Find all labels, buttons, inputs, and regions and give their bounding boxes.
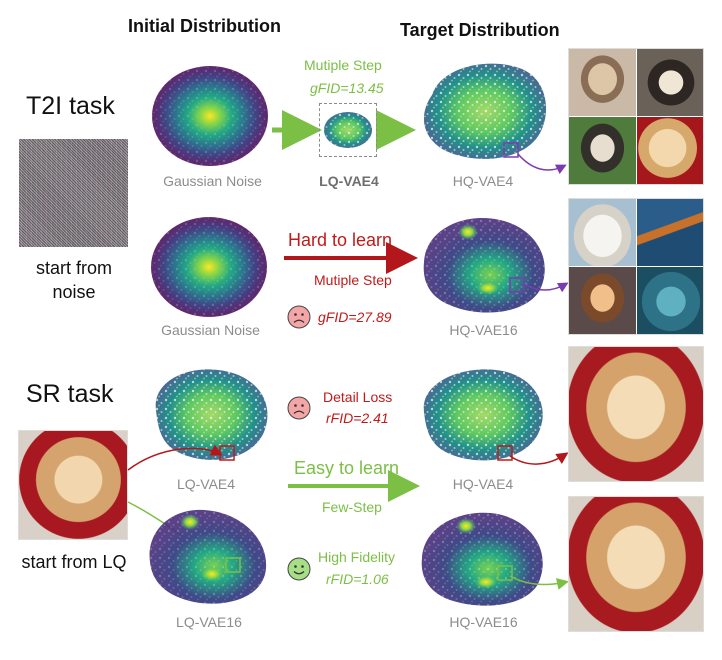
start-from-noise-label: start from noise — [35, 258, 112, 302]
sr-task-title: SR task — [26, 380, 114, 408]
sr-row1-zoom-arrow — [509, 452, 569, 465]
sad-face-icon — [287, 305, 311, 329]
cat-image-grid — [568, 48, 704, 185]
hq-vae4-caption-1: HQ-VAE4 — [452, 173, 514, 189]
lq-vae4-distribution — [155, 369, 268, 461]
hq-vae16-distribution-1 — [423, 217, 545, 313]
lq-vae16-distribution — [149, 509, 267, 604]
sad-face-icon — [287, 396, 311, 420]
lq-vae4-box — [319, 103, 377, 157]
t2i-task-title: T2I task — [26, 92, 115, 120]
lq-cat-image — [18, 430, 128, 540]
hq-cat-image-2 — [568, 496, 704, 632]
sr-middle-arrow — [288, 470, 420, 502]
t2i-row1-zoom-arrow — [517, 153, 567, 175]
hq-vae16-caption-1: HQ-VAE16 — [449, 322, 518, 338]
sr-row2-zoom-arrow — [509, 575, 569, 590]
zoom-box-icon — [509, 277, 525, 293]
detail-loss-label: Detail Loss — [323, 389, 393, 405]
t2i-row2-metric: gFID=27.89 — [318, 309, 392, 325]
happy-face-icon — [287, 557, 311, 581]
gaussian-noise-distribution-2 — [151, 217, 267, 317]
hq-vae4-distribution-2 — [423, 369, 543, 461]
few-step-label: Few-Step — [322, 499, 382, 515]
noise-image — [19, 139, 128, 247]
lq-vae4-caption: LQ-VAE4 — [319, 173, 379, 189]
lq-vae4-sr-caption: LQ-VAE4 — [176, 476, 236, 492]
t2i-row2-arrow-sublabel: Mutiple Step — [314, 272, 392, 288]
t2i-row2-arrow — [284, 242, 418, 274]
t2i-row2-arrow-label: Hard to learn — [288, 230, 393, 250]
lq-vae16-caption: LQ-VAE16 — [176, 614, 242, 630]
target-distribution-header: Target Distribution — [400, 20, 560, 40]
sr-row2-metric: rFID=1.06 — [326, 571, 389, 587]
hq-vae4-caption-2: HQ-VAE4 — [452, 476, 514, 492]
start-from-lq-label: start from LQ — [21, 552, 127, 572]
gaussian-noise-distribution-1 — [152, 66, 268, 166]
zoom-box-icon — [225, 557, 241, 573]
gaussian-noise-caption-2: Gaussian Noise — [161, 322, 260, 338]
gaussian-noise-caption-1: Gaussian Noise — [163, 173, 262, 189]
hq-cat-image-1 — [568, 346, 704, 482]
high-fidelity-label: High Fidelity — [318, 549, 396, 565]
hq-vae4-distribution-1 — [423, 63, 547, 159]
zoom-box-icon — [497, 565, 513, 581]
hq-vae16-caption-2: HQ-VAE16 — [449, 614, 518, 630]
mixed-image-grid — [568, 198, 704, 335]
sr-row1-metric: rFID=2.41 — [326, 410, 389, 426]
easy-to-learn-label: Easy to learn — [294, 458, 400, 478]
hq-vae16-distribution-2 — [421, 512, 543, 606]
t2i-row1-metric: gFID=13.45 — [310, 80, 384, 96]
t2i-row2-zoom-arrow — [523, 282, 569, 293]
initial-distribution-header: Initial Distribution — [128, 16, 281, 36]
zoom-box-icon — [497, 445, 513, 461]
t2i-row1-arrow-label: Mutiple Step — [304, 57, 382, 73]
t2i-row1-arrows — [272, 110, 416, 150]
zoom-box-icon — [503, 142, 519, 158]
